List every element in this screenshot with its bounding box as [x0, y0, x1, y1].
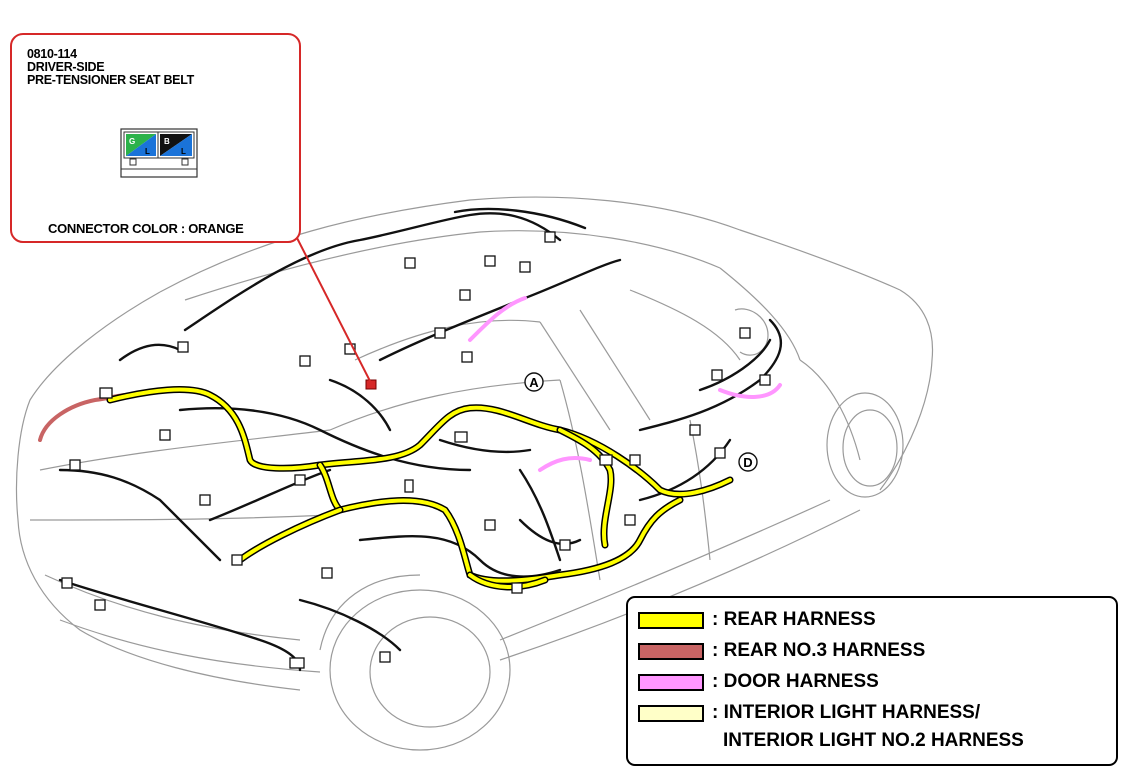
pin2-sub: L [181, 147, 186, 156]
connector-id: 0810-114 [27, 47, 77, 61]
legend-item-rear-no3-harness: : REAR NO.3 HARNESS [638, 639, 925, 663]
legend-label: : REAR NO.3 HARNESS [712, 640, 926, 661]
car-outline [15, 196, 934, 751]
legend-label-continuation: INTERIOR LIGHT NO.2 HARNESS [723, 730, 1024, 751]
marker-d-label: D [743, 455, 752, 470]
pin1-sub: L [145, 147, 150, 156]
pin1-letter: G [129, 137, 135, 146]
harness-legend: : REAR HARNESS : REAR NO.3 HARNESS : DOO… [626, 596, 1118, 766]
legend-item-interior-light-harness: : INTERIOR LIGHT HARNESS/ [638, 701, 980, 725]
legend-label: : REAR HARNESS [712, 609, 876, 630]
callout-title-line1: DRIVER-SIDE [27, 60, 105, 74]
legend-item-rear-harness: : REAR HARNESS [638, 608, 876, 632]
legend-swatch [638, 673, 704, 691]
connector-color-label: CONNECTOR COLOR : ORANGE [48, 221, 244, 236]
marker-d: D [738, 452, 758, 472]
pre-tensioner-connector [365, 379, 377, 390]
rear-harness-path [106, 386, 734, 591]
door-harness-path-mid [538, 456, 592, 472]
connector-pinout-icon: G L B L [120, 128, 198, 178]
door-harness-path-front [718, 383, 782, 399]
callout-title-line2: PRE-TENSIONER SEAT BELT [27, 73, 194, 87]
legend-label: : DOOR HARNESS [712, 671, 879, 692]
door-harness-path [468, 296, 527, 342]
legend-label: : INTERIOR LIGHT HARNESS/ [712, 702, 981, 723]
legend-swatch [638, 611, 704, 629]
pin2-letter: B [164, 137, 170, 146]
callout-leader-line [295, 235, 372, 384]
marker-a: A [524, 372, 544, 392]
marker-a-label: A [529, 375, 539, 390]
legend-swatch [638, 642, 704, 660]
connector-callout: 0810-114 DRIVER-SIDE PRE-TENSIONER SEAT … [10, 33, 301, 243]
legend-item-door-harness: : DOOR HARNESS [638, 670, 879, 694]
legend-swatch [638, 704, 704, 722]
connector-markers [61, 231, 771, 669]
